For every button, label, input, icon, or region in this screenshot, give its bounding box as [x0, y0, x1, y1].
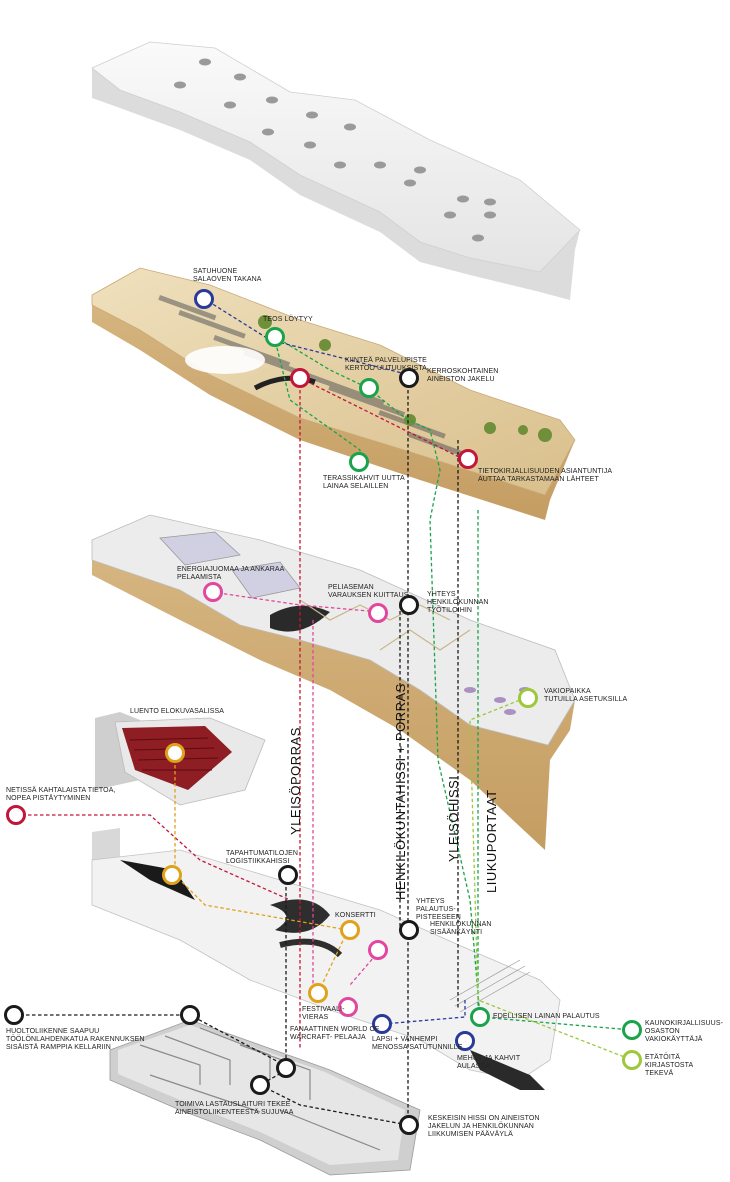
- node-etatoita: [622, 1050, 642, 1070]
- label-henkilokunnan-sisaankaynti: HENKILÖKUNNAN SISÄÄNKÄYNTI: [430, 921, 492, 936]
- node-route-bend: [180, 1005, 200, 1025]
- label-keskeisin: KESKEISIN HISSI ON AINEISTON JAKELUN JA …: [428, 1115, 540, 1138]
- label-huoltoliikenne: HUOLTOLIIKENNE SAAPUU TÖÖLÖNLAHDENKATUA …: [6, 1028, 145, 1051]
- label-liukuportaat: LIUKUPORTAAT: [484, 789, 499, 893]
- node-tapahtumatilojen: [278, 865, 298, 885]
- escalator-lines: [449, 959, 531, 1013]
- node-basement-2: [250, 1075, 270, 1095]
- label-vakiopaikka: VAKIOPAIKKA TUTUILLA ASETUKSILLA: [544, 688, 628, 703]
- node-yhteys-palautus: [399, 920, 419, 940]
- trees: [258, 315, 552, 442]
- node-orange-left: [162, 865, 182, 885]
- node-konsertti: [340, 920, 360, 940]
- node-yleisoporras-top: [290, 368, 310, 388]
- node-tietokirjallisuuden: [458, 449, 478, 469]
- label-teos-loytyy: TEOS LÖYTYY: [263, 316, 313, 323]
- label-netissa: NETISSÄ KAHTALAISTA TIETOA, NOPEA PISTÄY…: [6, 787, 116, 802]
- roof-layer: [91, 41, 581, 300]
- label-kerroskohtainen: KERROSKOHTAINEN AINEISTON JAKELU: [427, 368, 499, 383]
- basement-layer: [109, 1019, 421, 1176]
- node-satuhuone: [194, 289, 214, 309]
- label-tapahtumatilojen: TAPAHTUMATILOJEN LOGISTIIKKAHISSI: [226, 850, 298, 865]
- label-satuhuone: SATUHUONE SALAOVEN TAKANA: [193, 268, 262, 283]
- route-lines: [14, 297, 633, 1126]
- label-henkilokuntahissi: HENKILÖKUNTAHISSI + PORRAS: [393, 683, 408, 900]
- node-lapsi: [372, 1014, 392, 1034]
- roof-skylights: [174, 58, 496, 242]
- label-yhteys-palautus: YHTEYS PALAUTUS- PISTEESEEN: [416, 898, 461, 921]
- label-konsertti: KONSERTTI: [335, 912, 376, 919]
- node-pelaseman: [368, 603, 388, 623]
- node-yhteys-tyotiloihin: [399, 595, 419, 615]
- label-pelaseman: PELIASEMAN VARAUKSEN KUITTAUS: [328, 584, 409, 599]
- node-edellisen: [470, 1007, 490, 1027]
- label-fanaattinen: FANAATTINEN WORLD OF WARCRAFT- PELAAJA: [290, 1026, 380, 1041]
- node-festivaali: [308, 983, 328, 1003]
- node-kiintea: [359, 378, 379, 398]
- label-luento: LUENTO ELOKUVASALISSA: [130, 708, 225, 715]
- node-basement-1: [276, 1058, 296, 1078]
- node-kaunokirjallisuus: [622, 1020, 642, 1040]
- label-energiajuomaa: ENERGIAJUOMAA JA ANKARAA PELAAMISTA: [177, 566, 285, 581]
- label-kiintea: KIINTEÄ PALVELUPISTE KERTOO UUTUUKSISTA: [345, 357, 427, 372]
- label-yhteys-tyotiloihin: YHTEYS HENKILÖKUNNAN TYÖTILOIHIN: [427, 591, 489, 614]
- basement-walls: [139, 1027, 381, 1151]
- node-luento: [165, 743, 185, 763]
- node-vakiopaikka: [518, 688, 538, 708]
- node-mehut: [455, 1031, 475, 1051]
- label-lapsi: LAPSI + VANHEMPI MENOSSA SATUTUNNILLE: [372, 1036, 463, 1051]
- middle-floor-layer: [91, 514, 576, 850]
- label-etatoita: ETÄTÖITÄ KIRJASTOSTA TEKEVÄ: [645, 1054, 694, 1077]
- node-fanaattinen: [338, 997, 358, 1017]
- label-festivaali: FESTIVAALI- VIERAS: [302, 1006, 345, 1021]
- label-edellisen: EDELLISEN LAINAN PALAUTUS: [493, 1013, 600, 1020]
- node-terassikahvit: [349, 452, 369, 472]
- label-yleisoporras: YLEISÖPORRAS: [288, 727, 303, 835]
- node-teos-loytyy: [265, 327, 285, 347]
- node-huoltoliikenne: [4, 1005, 24, 1025]
- label-tietokirjallisuuden: TIETOKIRJALLISUUDEN ASIANTUNTIJA AUTTAA …: [478, 468, 613, 483]
- label-yleisohissi: YLEISÖHISSI: [446, 775, 461, 862]
- node-netissa: [6, 805, 26, 825]
- node-keskeisin: [399, 1115, 419, 1135]
- label-toimiva: TOIMIVA LASTAUSLAITURI TEKEE AINEISTOLII…: [175, 1101, 294, 1116]
- label-mehut: MEHUT JA KAHVIT AULASSA: [457, 1055, 521, 1070]
- node-energiajuomaa: [203, 582, 223, 602]
- node-kerroskohtainen: [399, 368, 419, 388]
- label-terassikahvit: TERASSIKAHVIT UUTTA LAINAA SELAILLEN: [323, 475, 405, 490]
- node-pink-mid: [368, 940, 388, 960]
- label-kaunokirjallisuus: KAUNOKIRJALLISUUS- OSASTON VAKIOKÄYTTÄJÄ: [645, 1020, 724, 1043]
